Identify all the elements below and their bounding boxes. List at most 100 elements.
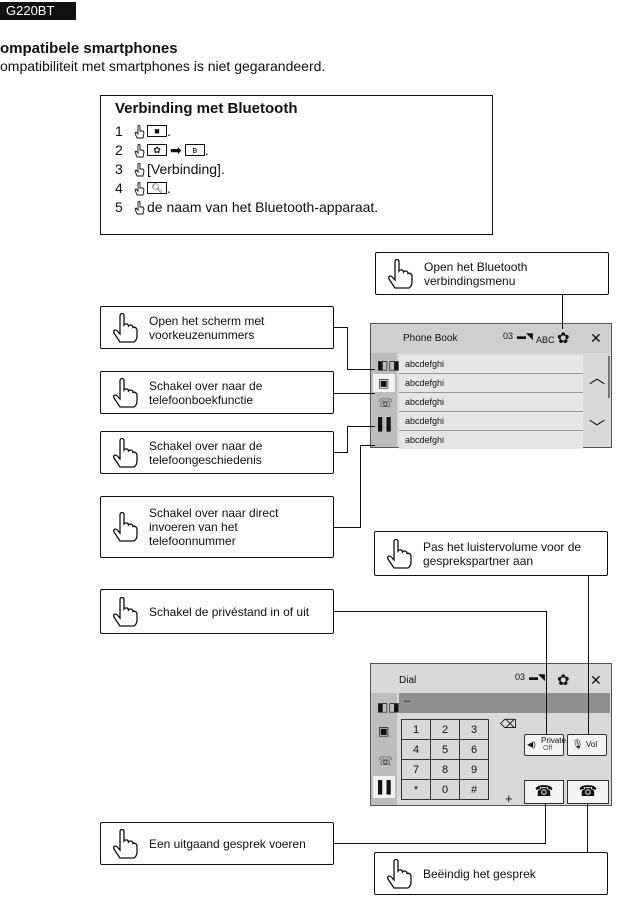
touch-icon: [134, 200, 145, 214]
preset-icon[interactable]: ◧◨: [377, 358, 400, 372]
procedure-title: Verbinding met Bluetooth: [115, 100, 298, 117]
touch-hand-icon: [109, 828, 139, 860]
touch-hand-icon: [109, 437, 139, 469]
battery-signal-icon: ▬◥: [517, 331, 533, 341]
number-input-value: –: [404, 695, 411, 707]
touch-hand-icon: [109, 511, 139, 543]
phonebook-icon[interactable]: ▣: [378, 376, 390, 390]
phonebook-icon[interactable]: ▣: [378, 724, 390, 738]
search-key-icon: 🔍︎: [147, 182, 167, 194]
list-item[interactable]: abcdefghi: [399, 412, 583, 431]
end-call-button[interactable]: ☎: [567, 780, 609, 804]
abc-button[interactable]: ABC: [536, 335, 555, 345]
hang-up-icon: ☎: [578, 783, 598, 800]
touch-hand-icon: [109, 596, 139, 628]
leader-line: [545, 804, 546, 844]
model-badge: G220BT: [0, 2, 76, 20]
settings-gear-icon[interactable]: ✿: [557, 672, 570, 689]
leader-line: [334, 527, 360, 528]
stop-button-icon: ■: [147, 125, 167, 137]
preset-icon[interactable]: ◧◨: [377, 700, 400, 714]
number-input-field[interactable]: [399, 693, 610, 713]
call-history-icon[interactable]: ☏: [378, 396, 394, 410]
mic-icon: 🎙︎: [572, 739, 584, 749]
leader-line: [334, 843, 546, 844]
scroll-up-icon[interactable]: ︿: [589, 370, 606, 387]
callout-volume: Pas het luistervolume voor de gesprekspa…: [374, 531, 608, 576]
dial-pad-icon[interactable]: ▌▌: [378, 417, 396, 431]
procedure-box: Verbinding met Bluetooth 1 ■ . 2 ✿ ➡ ʙ .…: [100, 95, 493, 235]
touch-hand-icon: [383, 538, 413, 570]
callout-bt-menu: Open het Bluetooth verbindingsmenu: [375, 252, 609, 295]
screen-title: Phone Book: [403, 333, 458, 344]
list-item[interactable]: abcdefghi: [399, 431, 583, 449]
section-note: ompatibiliteit met smartphones is niet g…: [0, 58, 326, 74]
callout-history: Schakel over naar de telefoongeschiedeni…: [100, 431, 334, 474]
arrow-right-icon: ➡: [170, 142, 182, 158]
screen-title: Dial: [399, 675, 417, 686]
touch-icon: [134, 162, 145, 176]
callout-end: Beëindig het gesprek: [374, 852, 608, 895]
settings-gear-icon[interactable]: ✿: [557, 330, 570, 347]
step-5: 5 de naam van het Bluetooth-apparaat.: [115, 199, 379, 215]
key-0[interactable]: 0: [430, 779, 460, 800]
call-icon: ☎: [534, 783, 554, 800]
key-8[interactable]: 8: [430, 759, 460, 780]
leader-line: [347, 369, 375, 370]
key-hash[interactable]: #: [459, 779, 489, 800]
phonebook-list: abcdefghi abcdefghi abcdefghi abcdefghi …: [399, 355, 583, 449]
list-item[interactable]: abcdefghi: [399, 374, 583, 393]
battery-signal-icon: ▬◥: [529, 672, 545, 682]
touch-hand-icon: [384, 258, 414, 290]
close-icon[interactable]: ✕: [590, 672, 602, 688]
speaker-icon: ◀): [527, 740, 536, 749]
status-indicator: 03: [515, 672, 526, 682]
key-star[interactable]: *: [401, 779, 431, 800]
leader-line: [587, 804, 588, 852]
key-6[interactable]: 6: [459, 739, 489, 760]
step-2: 2 ✿ ➡ ʙ .: [115, 142, 209, 158]
key-9[interactable]: 9: [459, 759, 489, 780]
key-1[interactable]: 1: [401, 719, 431, 740]
phonebook-screen: Phone Book 03 ▬◥ ABC ✿ ✕ ◧◨ ▣ ☏ ▌▌ abcde…: [370, 323, 612, 449]
plus-key[interactable]: +: [505, 791, 513, 806]
section-heading: ompatibele smartphones: [0, 40, 178, 57]
scrollbar[interactable]: [608, 356, 610, 398]
leader-line: [546, 611, 547, 735]
scroll-down-icon[interactable]: ﹀: [589, 420, 606, 437]
list-item[interactable]: abcdefghi: [399, 393, 583, 412]
key-4[interactable]: 4: [401, 739, 431, 760]
key-3[interactable]: 3: [459, 719, 489, 740]
callout-call: Een uitgaand gesprek voeren: [100, 822, 334, 865]
leader-line: [334, 611, 547, 612]
leader-line: [360, 445, 361, 528]
private-mode-button[interactable]: ◀) Private Off: [524, 734, 566, 756]
touch-hand-icon: [383, 858, 413, 890]
key-7[interactable]: 7: [401, 759, 431, 780]
leader-line: [562, 295, 563, 329]
leader-line: [347, 327, 348, 369]
call-history-icon[interactable]: ☏: [378, 754, 394, 768]
leader-line: [334, 393, 375, 394]
callout-phonebook: Schakel over naar de telefoonboekfunctie: [100, 371, 334, 414]
key-5[interactable]: 5: [430, 739, 460, 760]
leader-line: [347, 426, 375, 427]
touch-hand-icon: [109, 377, 139, 409]
leader-line: [347, 426, 348, 453]
touch-icon: [134, 143, 145, 157]
touch-icon: [134, 181, 145, 195]
key-2[interactable]: 2: [430, 719, 460, 740]
backspace-icon[interactable]: ⌫: [500, 717, 517, 731]
call-button[interactable]: ☎: [524, 780, 564, 804]
leader-line: [334, 327, 347, 328]
settings-key-icon: ✿: [147, 144, 167, 156]
touch-icon: [134, 124, 145, 138]
dial-pad-icon[interactable]: ▌▌: [378, 780, 396, 794]
list-item[interactable]: abcdefghi: [399, 355, 583, 374]
volume-button[interactable]: 🎙︎ Vol: [567, 734, 607, 756]
step-3: 3 [Verbinding].: [115, 161, 225, 177]
callout-direct: Schakel over naar direct invoeren van he…: [100, 496, 334, 558]
leader-line: [360, 445, 375, 446]
close-icon[interactable]: ✕: [590, 330, 602, 346]
